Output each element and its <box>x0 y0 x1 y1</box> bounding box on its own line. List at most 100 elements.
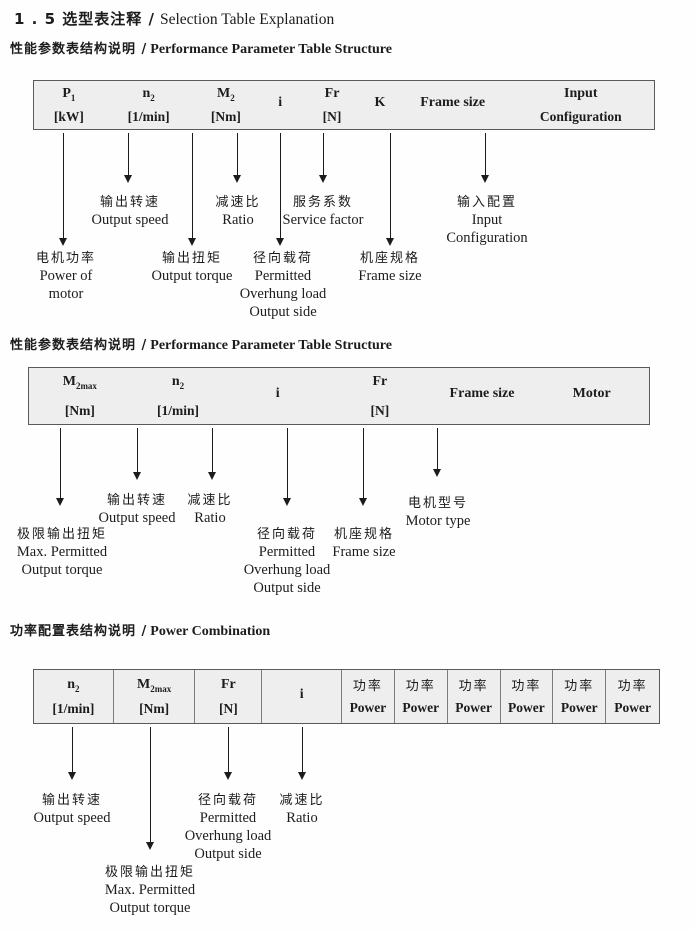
col-symbol: K <box>374 95 386 111</box>
label-zh: 输出转速 <box>41 793 103 808</box>
col-symbol: Fr <box>372 374 388 390</box>
arrow-head-icon <box>133 472 141 480</box>
label-en: Input <box>471 212 503 228</box>
label-zh: 机座规格 <box>359 251 420 266</box>
s1-label-input-configuration: 输入配置 Input Configuration <box>446 194 527 247</box>
s3-col-power-6: 功率 Power <box>606 670 659 723</box>
label-zh: 减速比 <box>187 493 233 508</box>
s1-label-output-speed: 输出转速 Output speed <box>92 194 169 229</box>
s1-col-k: K <box>362 81 398 129</box>
s1-arrow-fr <box>275 133 285 246</box>
label-zh: 服务系数 <box>292 195 354 210</box>
arrow-shaft <box>484 133 486 177</box>
label-en: Overhung load <box>184 828 272 844</box>
s2-arrow-m2max <box>55 428 65 506</box>
col-unit: Power <box>455 699 492 715</box>
label-en: Output side <box>249 304 317 320</box>
s2-label-ratio: 减速比 Ratio <box>187 492 232 527</box>
arrow-head-icon <box>283 498 291 506</box>
section1-heading-zh: 性能参数表结构说明 / <box>10 42 148 57</box>
s3-col-power-2: 功率 Power <box>395 670 448 723</box>
arrow-shaft <box>227 727 229 774</box>
s3-col-power-4: 功率 Power <box>501 670 554 723</box>
label-zh: 极限输出扭矩 <box>104 865 195 880</box>
col-symbol: n2 <box>67 676 80 694</box>
s1-arrow-i <box>232 133 242 183</box>
section3-heading-en: Power Combination <box>150 624 271 639</box>
label-en: Output torque <box>21 562 103 578</box>
label-zh: 减速比 <box>279 793 325 808</box>
label-zh: 输出转速 <box>99 195 161 210</box>
col-symbol: 功率 <box>617 678 648 694</box>
s1-arrow-p1 <box>58 133 68 246</box>
label-zh: 输出扭矩 <box>161 251 223 266</box>
col-symbol: Fr <box>220 676 236 692</box>
arrow-head-icon <box>386 238 394 246</box>
col-symbol: 功率 <box>564 678 595 694</box>
label-zh: 径向载荷 <box>256 527 318 542</box>
col-symbol: M2max <box>62 374 97 391</box>
s1-label-ratio: 减速比 Ratio <box>215 194 260 229</box>
s3-arrow-fr <box>223 727 233 780</box>
label-en: Ratio <box>286 810 318 826</box>
label-zh: 机座规格 <box>333 527 394 542</box>
power-combination-table: n2 [1/min] M2max [Nm] Fr [N] i 功率 Power … <box>33 669 660 724</box>
arrow-shaft <box>136 428 138 474</box>
arrow-head-icon <box>146 842 154 850</box>
col-symbol: 功率 <box>405 678 436 694</box>
s1-arrow-input-configuration <box>480 133 490 183</box>
s2-label-motor-type: 电机型号 Motor type <box>406 495 471 530</box>
label-zh: 电机型号 <box>407 496 468 511</box>
col-unit: [1/min] <box>52 701 95 717</box>
label-en: Output side <box>253 580 321 596</box>
label-zh: 输出转速 <box>106 493 168 508</box>
col-unit: [N] <box>322 109 342 125</box>
label-en: Permitted <box>258 544 316 560</box>
arrow-head-icon <box>59 238 67 246</box>
col-symbol: Fr <box>324 85 340 101</box>
s1-label-overhung-load: 径向载荷 Permitted Overhung load Output side <box>240 250 327 321</box>
s3-label-ratio: 减速比 Ratio <box>279 792 324 827</box>
section3-heading-zh: 功率配置表结构说明 / <box>10 624 148 639</box>
s1-label-frame-size: 机座规格 Frame size <box>358 250 421 285</box>
col-symbol: Input <box>564 85 598 101</box>
s1-arrow-frame-size <box>385 133 395 246</box>
label-en: Max. Permitted <box>104 882 196 898</box>
label-en: Overhung load <box>239 286 327 302</box>
arrow-head-icon <box>319 175 327 183</box>
label-en: Ratio <box>194 510 226 526</box>
col-symbol: M2 <box>217 85 235 103</box>
s2-label-overhung-load: 径向载荷 Permitted Overhung load Output side <box>244 526 331 597</box>
label-en: Configuration <box>446 230 528 246</box>
arrow-head-icon <box>188 238 196 246</box>
label-en: Output torque <box>109 900 191 916</box>
arrow-head-icon <box>298 772 306 780</box>
label-en: Permitted <box>199 810 257 826</box>
arrow-shaft <box>149 727 151 844</box>
arrow-shaft <box>71 727 73 774</box>
col-symbol: P1 <box>62 85 76 103</box>
s3-col-m2max: M2max [Nm] <box>114 670 196 723</box>
label-en: Overhung load <box>243 562 331 578</box>
page-title-zh: 1 . 5 选型表注释 / <box>14 10 155 28</box>
col-symbol: Frame size <box>449 386 515 402</box>
label-en: Power of <box>39 268 93 284</box>
label-zh: 输入配置 <box>456 195 518 210</box>
arrow-head-icon <box>233 175 241 183</box>
s1-label-service-factor: 服务系数 Service factor <box>283 194 364 229</box>
arrow-shaft <box>59 428 61 500</box>
label-en: Frame size <box>358 268 422 284</box>
arrow-head-icon <box>208 472 216 480</box>
label-en: Output speed <box>91 212 169 228</box>
s1-col-i: i <box>258 81 302 129</box>
label-en: Output torque <box>151 268 233 284</box>
arrow-shaft <box>362 428 364 500</box>
s2-col-frame-size: Frame size <box>430 368 535 424</box>
col-unit: [Nm] <box>210 109 241 125</box>
s2-col-fr: Fr [N] <box>330 368 430 424</box>
section2-heading-en: Performance Parameter Table Structure <box>150 338 392 353</box>
arrow-shaft <box>436 428 438 471</box>
col-symbol: n2 <box>171 374 185 391</box>
col-symbol: n2 <box>142 85 155 103</box>
